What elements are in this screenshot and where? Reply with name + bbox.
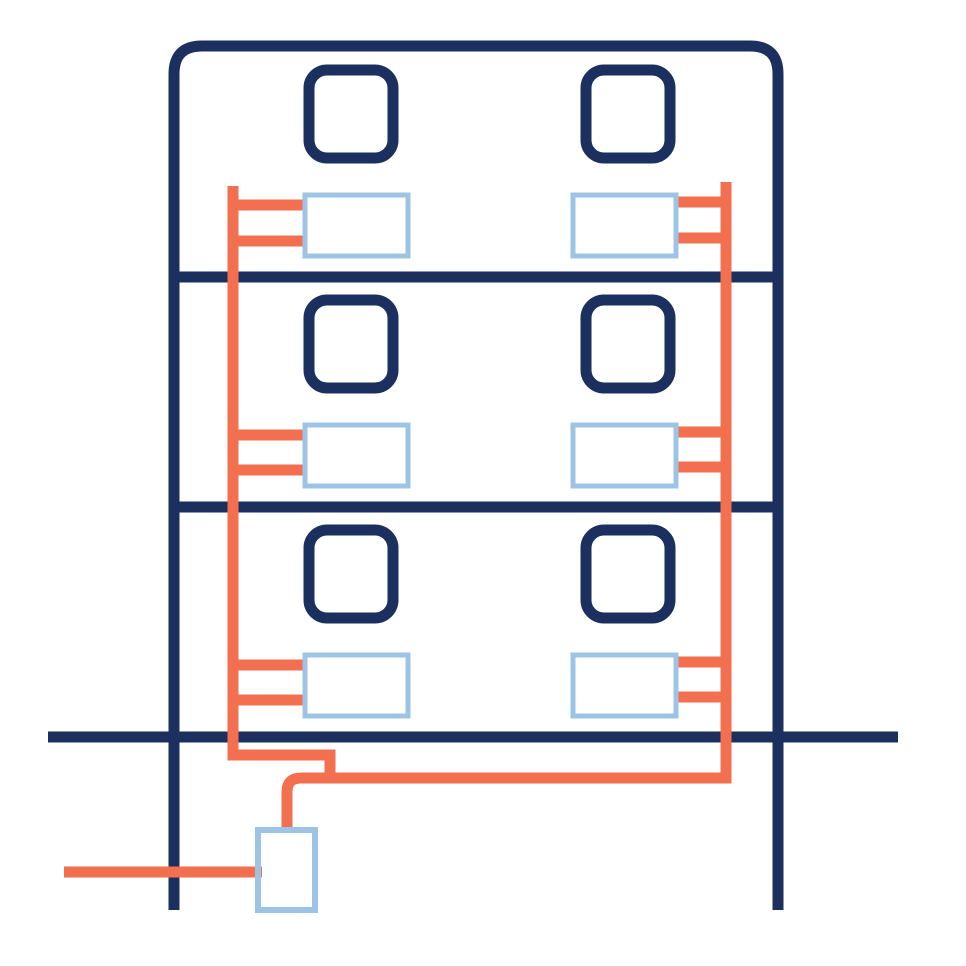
radiator-icon bbox=[570, 422, 679, 489]
heating-pipe-icon bbox=[281, 182, 732, 830]
window-icon bbox=[580, 294, 676, 394]
heating-pipes bbox=[64, 182, 732, 878]
window-icon bbox=[303, 294, 399, 394]
radiator-icon bbox=[570, 652, 679, 719]
building bbox=[48, 40, 898, 910]
window-icon bbox=[303, 64, 399, 164]
window-icon bbox=[580, 64, 676, 164]
windows bbox=[303, 64, 676, 624]
window-icon bbox=[303, 524, 399, 624]
radiator-icon bbox=[302, 422, 411, 489]
radiator-icon bbox=[570, 192, 679, 259]
window-icon bbox=[580, 524, 676, 624]
radiator-icon bbox=[302, 192, 411, 259]
radiators bbox=[302, 192, 679, 719]
radiator-icon bbox=[302, 652, 411, 719]
building-outline-icon bbox=[168, 40, 784, 910]
boiler-icon bbox=[255, 827, 318, 913]
